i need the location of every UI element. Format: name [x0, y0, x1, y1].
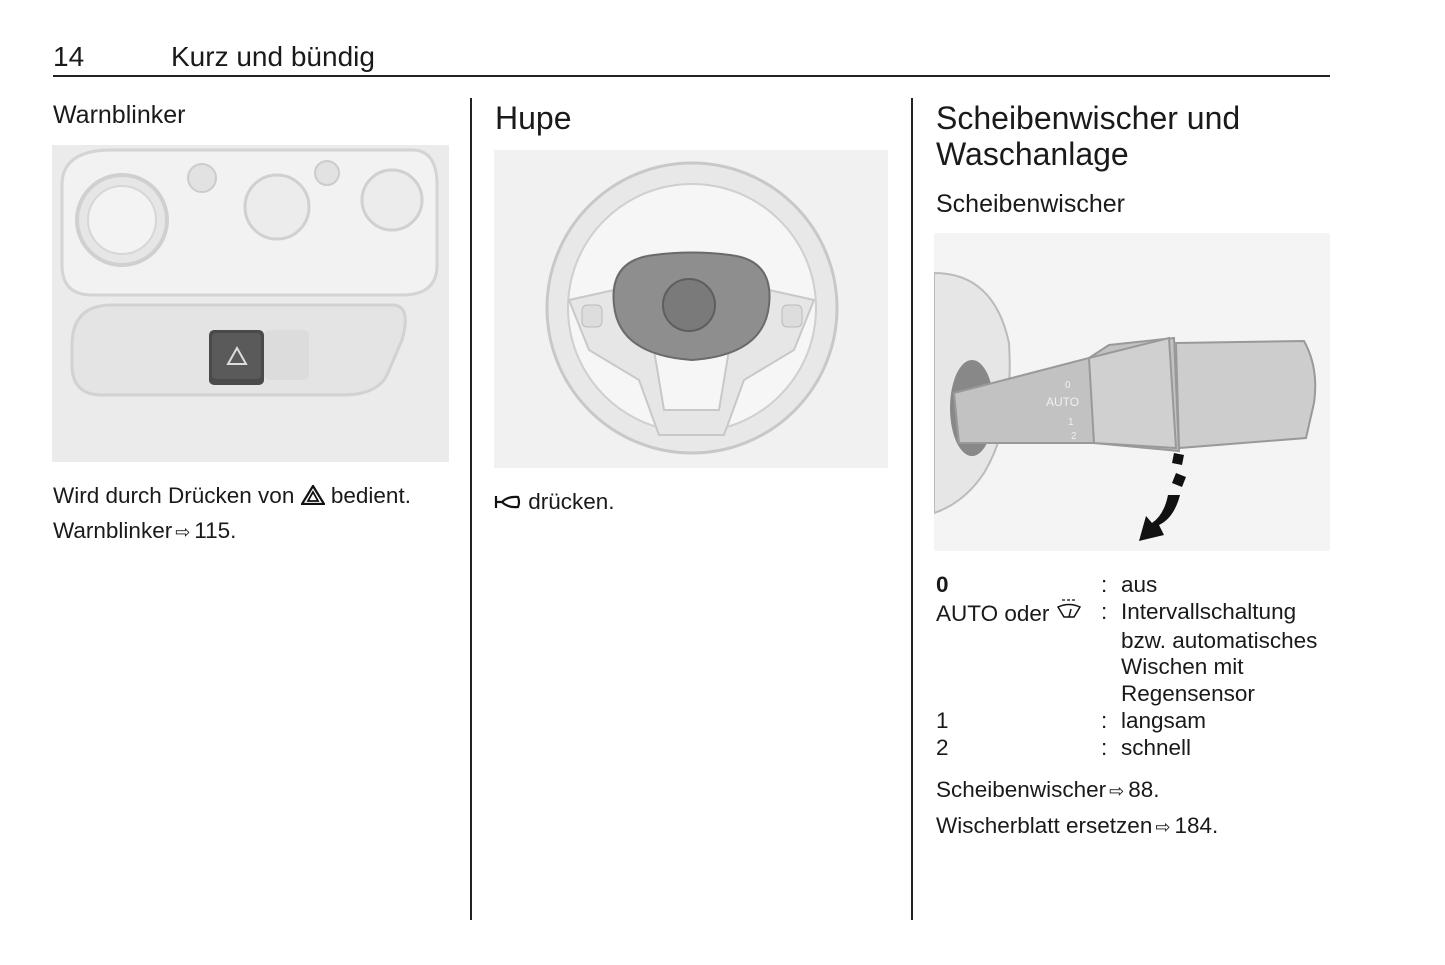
- wiper-interval-icon: [1056, 599, 1082, 626]
- reference-text: Scheibenwischer: [936, 777, 1107, 802]
- position-value: bzw. automatisches: [1121, 627, 1318, 653]
- table-row: 1: langsam: [936, 708, 1317, 735]
- position-value: schnell: [1121, 734, 1192, 760]
- lever-two-label: 2: [1071, 431, 1077, 442]
- table-row: 0: aus: [936, 572, 1317, 599]
- lever-zero-label: 0: [1065, 380, 1071, 391]
- position-key: 0: [936, 572, 949, 597]
- heading-line: Waschanlage: [936, 136, 1129, 172]
- hupe-description: drücken.: [494, 484, 615, 519]
- separator: [1101, 681, 1121, 708]
- reference-text: Wischerblatt ersetzen: [936, 813, 1153, 838]
- table-row: Wischen mit: [936, 654, 1317, 681]
- section-heading-warnblinker: Warnblinker: [53, 101, 186, 129]
- separator: :: [1101, 707, 1108, 733]
- reference-page[interactable]: 88.: [1128, 777, 1160, 802]
- description-text: Wird durch Drücken von: [53, 483, 295, 508]
- heading-line: Scheibenwischer und: [936, 100, 1241, 136]
- description-text: bedient.: [330, 483, 411, 508]
- wiper-position-table: 0: aus AUTO oder : Intervallschaltung bzw.…: [936, 572, 1317, 762]
- page-ref-arrow-icon: ⇨: [1155, 817, 1171, 837]
- table-row: 2: schnell: [936, 735, 1317, 762]
- wiper-lever-illustration: AUTO 0 1 2: [933, 233, 1330, 551]
- hazard-switch-illustration: [52, 145, 449, 462]
- separator: [1101, 654, 1121, 681]
- table-row: AUTO oder : Intervallschaltung: [936, 599, 1317, 628]
- separator: :: [1101, 572, 1108, 597]
- separator: [1101, 628, 1121, 655]
- position-value: Wischen mit: [1121, 654, 1244, 680]
- position-key: [936, 654, 1101, 681]
- separator: :: [1101, 734, 1108, 760]
- position-key: 2: [936, 734, 949, 760]
- header-rule: [53, 75, 1330, 77]
- position-key: [936, 681, 1101, 708]
- reference-page[interactable]: 184.: [1174, 813, 1219, 838]
- horn-icon: [494, 489, 522, 514]
- wiper-reference[interactable]: Scheibenwischer⇨88.: [936, 772, 1159, 809]
- chapter-title: Kurz und bündig: [171, 41, 375, 72]
- column-divider: [911, 98, 913, 920]
- separator: :: [1101, 598, 1108, 624]
- position-key: [936, 628, 1101, 655]
- lever-one-label: 1: [1068, 417, 1074, 428]
- page-number: 14: [53, 41, 85, 72]
- position-value: Intervallschaltung: [1121, 598, 1297, 624]
- position-key: 1: [936, 707, 949, 733]
- section-heading-hupe: Hupe: [495, 100, 572, 136]
- position-value: langsam: [1121, 707, 1207, 733]
- position-key: AUTO oder: [936, 600, 1050, 626]
- table-row: Regensensor: [936, 681, 1317, 708]
- table-row: bzw. automatisches: [936, 628, 1317, 655]
- subheading-scheibenwischer: Scheibenwischer: [936, 190, 1125, 218]
- hazard-triangle-icon: [299, 483, 326, 508]
- reference-text: Warnblinker: [53, 518, 173, 543]
- position-value: Regensensor: [1121, 681, 1255, 707]
- page-ref-arrow-icon: ⇨: [175, 522, 191, 542]
- warnblinker-reference[interactable]: Warnblinker⇨115.: [53, 513, 236, 550]
- position-value: aus: [1121, 572, 1158, 597]
- reference-page[interactable]: 115.: [194, 518, 237, 543]
- lever-auto-label: AUTO: [1046, 395, 1079, 409]
- steering-wheel-illustration: [494, 150, 888, 468]
- page-ref-arrow-icon: ⇨: [1109, 781, 1125, 801]
- warnblinker-description: Wird durch Drücken von bedient.: [53, 478, 411, 513]
- description-text: drücken.: [528, 489, 615, 514]
- wiper-blade-reference[interactable]: Wischerblatt ersetzen⇨184.: [936, 808, 1218, 845]
- section-heading-wiper: Scheibenwischer und Waschanlage: [936, 100, 1240, 172]
- column-divider: [470, 98, 472, 920]
